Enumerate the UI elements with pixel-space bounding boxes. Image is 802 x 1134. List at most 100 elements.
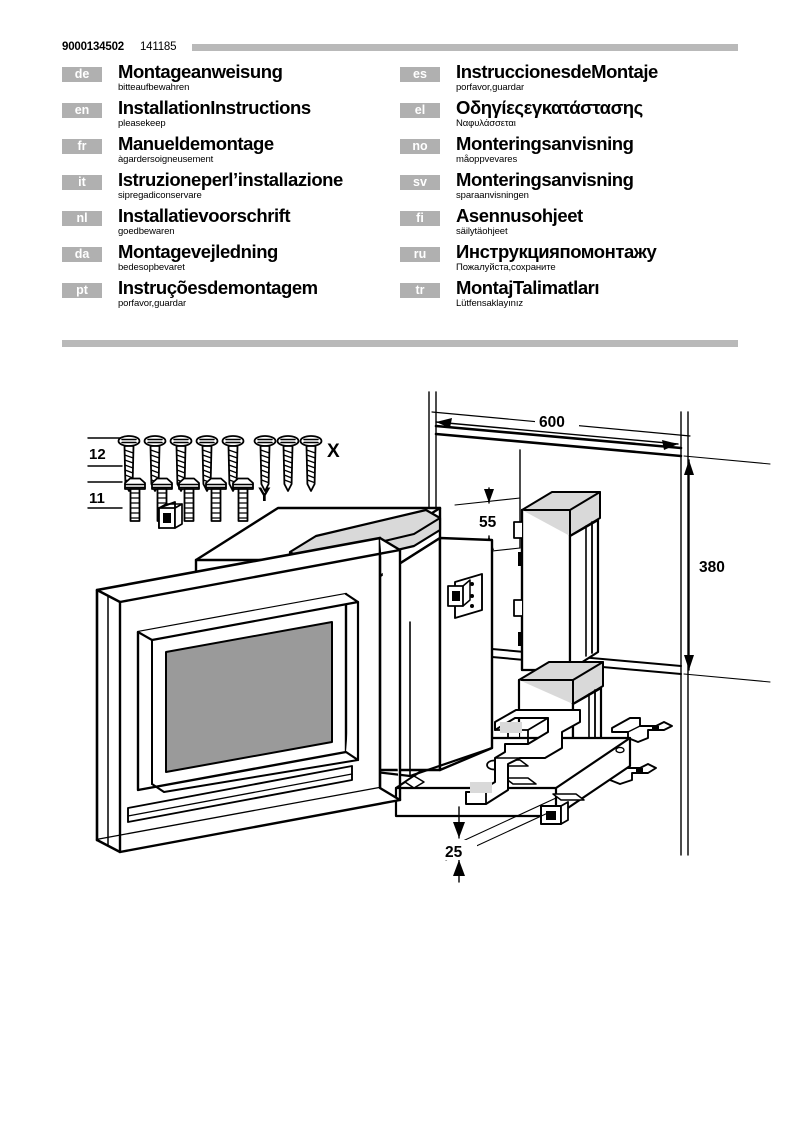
language-text-tr: MontajTalimatları Lütfensaklayınız — [456, 277, 600, 310]
document-header: 9000134502 141185 — [62, 40, 738, 54]
bolt-row-11: 11 Y — [87, 477, 271, 522]
language-row-tr: tr MontajTalimatları Lütfensaklayınız — [400, 278, 738, 314]
header-rule — [192, 43, 738, 51]
language-badge-no: no — [400, 139, 440, 154]
svg-text:X: X — [327, 441, 340, 462]
language-badge-en: en — [62, 103, 102, 118]
language-title-it: Istruzioneperl’installazione — [118, 169, 343, 190]
language-subtitle-da: bedesopbevaret — [118, 262, 185, 273]
language-row-fr: fr Manueldemontage àgardersoigneusement — [62, 134, 400, 170]
language-badge-sv: sv — [400, 175, 440, 190]
language-text-it: Istruzioneperl’installazione sipregadico… — [118, 170, 343, 202]
language-row-en: en InstallationInstructions pleasekeep — [62, 98, 400, 134]
language-subtitle-ru: Пожалуйста,сохраните — [456, 262, 556, 273]
language-row-sv: sv Monteringsanvisning sparaanvisningen — [400, 170, 738, 206]
screw-row-12: 12 X — [87, 435, 340, 492]
language-badge-nl: nl — [62, 211, 102, 226]
svg-text:Y: Y — [258, 485, 271, 506]
language-badge-el: el — [400, 103, 440, 118]
language-row-it: it Istruzioneperl’installazione sipregad… — [62, 170, 400, 206]
fastener-kit-group: 12 X 11 Y — [87, 435, 340, 522]
language-subtitle-es: porfavor,guardar — [456, 82, 525, 93]
language-row-nl: nl Installatievoorschrift goedbewaren — [62, 206, 400, 242]
language-text-no: Monteringsanvisning måoppvevares — [456, 134, 634, 166]
hinge-bracket-top-left — [158, 501, 183, 529]
language-text-el: Οδηγίεςεγκατάστασης Ναφυλάσσεται — [456, 98, 643, 130]
language-subtitle-nl: goedbewaren — [118, 226, 175, 237]
language-title-tr: MontajTalimatları — [456, 277, 600, 298]
language-text-es: InstruccionesdeMontaje porfavor,guardar — [456, 62, 658, 94]
language-title-de: Montageanweisung — [118, 61, 283, 82]
svg-text:25: 25 — [445, 844, 463, 861]
language-subtitle-fr: àgardersoigneusement — [118, 154, 214, 165]
language-text-en: InstallationInstructions pleasekeep — [118, 98, 311, 130]
svg-text:11: 11 — [89, 490, 105, 507]
language-subtitle-no: måoppvevares — [456, 154, 518, 165]
language-subtitle-en: pleasekeep — [118, 118, 166, 129]
language-row-de: de Montageanweisung bitteaufbewahren — [62, 62, 400, 98]
language-text-da: Montagevejledning bedesopbevaret — [118, 242, 278, 274]
language-text-sv: Monteringsanvisning sparaanvisningen — [456, 170, 634, 202]
language-badge-ru: ru — [400, 247, 440, 262]
front-trim-frame — [95, 536, 402, 854]
language-badge-es: es — [400, 67, 440, 82]
upper-cabinet-panel — [513, 491, 601, 672]
language-badge-it: it — [62, 175, 102, 190]
floor-mounting-rail — [465, 709, 581, 805]
dimension-25: 25 — [443, 797, 557, 883]
language-badge-de: de — [62, 67, 102, 82]
language-row-pt: pt Instruçõesdemontagem porfavor,guardar — [62, 278, 400, 314]
language-title-es: InstruccionesdeMontaje — [456, 61, 658, 82]
language-badge-da: da — [62, 247, 102, 262]
language-badge-pt: pt — [62, 283, 102, 298]
language-text-fi: Asennusohjeet säilytäohjeet — [456, 206, 583, 238]
document-number: 9000134502 — [62, 41, 124, 53]
dimension-600: 600 — [431, 410, 691, 450]
language-badge-fi: fi — [400, 211, 440, 226]
language-title-nl: Installatievoorschrift — [118, 205, 291, 226]
hinge-bracket-right-side — [447, 573, 483, 619]
language-column-right: es InstruccionesdeMontaje porfavor,guard… — [400, 62, 738, 314]
language-title-fi: Asennusohjeet — [456, 205, 583, 226]
section-separator-rule — [62, 340, 738, 347]
installation-diagram: 12 X 11 Y — [0, 370, 802, 930]
svg-text:380: 380 — [699, 559, 725, 576]
language-title-el: Οδηγίεςεγκατάστασης — [456, 97, 643, 118]
language-text-fr: Manueldemontage àgardersoigneusement — [118, 134, 274, 166]
mounting-bracket-loose-1 — [611, 717, 673, 743]
language-title-no: Monteringsanvisning — [456, 133, 634, 154]
language-row-fi: fi Asennusohjeet säilytäohjeet — [400, 206, 738, 242]
language-subtitle-sv: sparaanvisningen — [456, 190, 529, 201]
language-title-ru: Инструкцияпомонтажу — [456, 241, 657, 262]
svg-text:55: 55 — [479, 514, 497, 531]
language-text-nl: Installatievoorschrift goedbewaren — [118, 205, 291, 238]
language-row-ru: ru Инструкцияпомонтажу Пожалуйста,сохран… — [400, 242, 738, 278]
dimension-380: 380 — [683, 455, 771, 683]
language-row-es: es InstruccionesdeMontaje porfavor,guard… — [400, 62, 738, 98]
language-title-fr: Manueldemontage — [118, 133, 274, 154]
language-text-pt: Instruçõesdemontagem porfavor,guardar — [118, 278, 318, 310]
language-title-en: InstallationInstructions — [118, 97, 311, 118]
language-subtitle-it: sipregadiconservare — [118, 190, 202, 201]
language-subtitle-fi: säilytäohjeet — [456, 226, 508, 237]
language-title-da: Montagevejledning — [118, 241, 278, 262]
language-text-ru: Инструкцияпомонтажу Пожалуйста,сохраните — [456, 241, 657, 274]
svg-text:600: 600 — [539, 414, 565, 431]
language-column-left: de Montageanweisung bitteaufbewahren en … — [62, 62, 400, 314]
language-title-sv: Monteringsanvisning — [456, 169, 634, 190]
language-subtitle-de: bitteaufbewahren — [118, 82, 190, 93]
document-revision: 141185 — [139, 41, 177, 53]
language-row-da: da Montagevejledning bedesopbevaret — [62, 242, 400, 278]
corner-bracket-bottom-right — [540, 801, 569, 825]
language-badge-fr: fr — [62, 139, 102, 154]
language-title-pt: Instruçõesdemontagem — [118, 277, 318, 298]
language-subtitle-el: Ναφυλάσσεται — [456, 118, 516, 129]
language-text-de: Montageanweisung bitteaufbewahren — [118, 61, 283, 94]
language-subtitle-tr: Lütfensaklayınız — [456, 298, 524, 309]
language-table: de Montageanweisung bitteaufbewahren en … — [62, 62, 738, 314]
dimension-55: 55 — [454, 487, 521, 556]
language-badge-tr: tr — [400, 283, 440, 298]
language-row-no: no Monteringsanvisning måoppvevares — [400, 134, 738, 170]
svg-text:12: 12 — [89, 446, 106, 463]
language-subtitle-pt: porfavor,guardar — [118, 298, 187, 309]
